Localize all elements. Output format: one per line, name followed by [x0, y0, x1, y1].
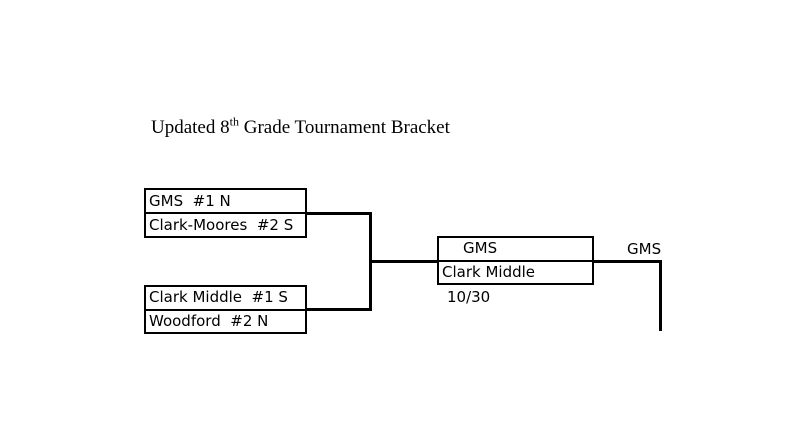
team-name-semifinal2-bottom: Woodford #2 N — [146, 308, 305, 333]
connector-line-semifinal2 — [305, 308, 372, 311]
team-name-final-top: GMS — [463, 239, 498, 258]
page-title: Updated 8th Grade Tournament Bracket — [151, 114, 450, 139]
team-name-semifinal2-top: Clark Middle #1 S — [149, 288, 288, 307]
final-date-label: 10/30 — [447, 288, 491, 306]
team-name-final-bottom: Clark Middle — [439, 259, 592, 284]
match-box-semifinal-1: GMS #1 N Clark-Moores #2 S — [144, 188, 307, 238]
team-name-semifinal1-bottom: Clark-Moores #2 S — [146, 212, 305, 236]
connector-line-semifinal1 — [305, 212, 372, 215]
champion-label: GMS — [627, 240, 662, 258]
title-text-suffix: Grade Tournament Bracket — [238, 117, 450, 138]
match-box-semifinal-2: Clark Middle #1 S Woodford #2 N — [144, 285, 307, 334]
connector-line-join-vertical — [369, 212, 372, 311]
match-box-final: GMS Clark Middle — [437, 236, 594, 285]
connector-line-champion-horizontal — [592, 260, 662, 263]
title-text-prefix: Updated 8 — [151, 117, 230, 138]
connector-line-champion-vertical — [659, 260, 662, 331]
team-name-semifinal1-top: GMS #1 N — [149, 191, 231, 210]
title-superscript: th — [229, 114, 239, 129]
connector-line-to-final — [371, 260, 437, 263]
